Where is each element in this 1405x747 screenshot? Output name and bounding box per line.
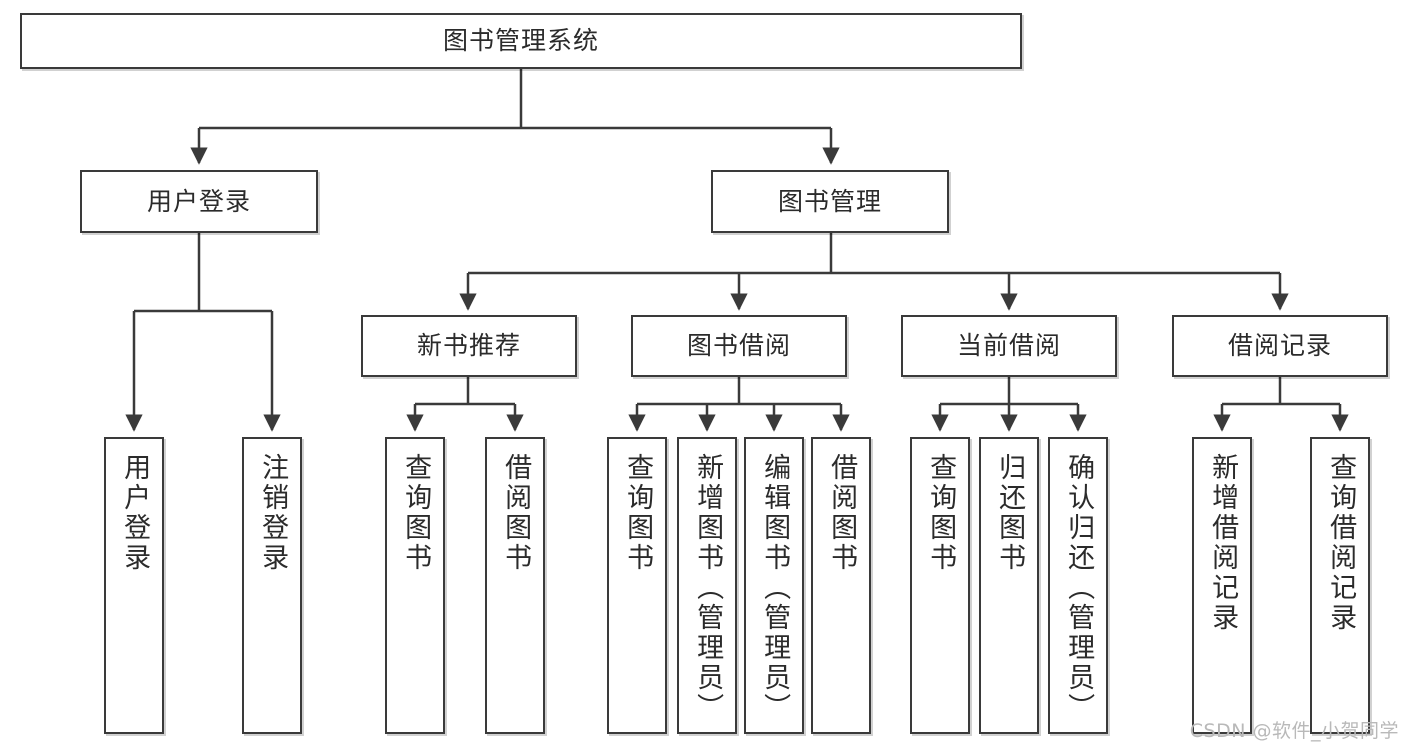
- node-label: 查询图书: [400, 453, 432, 573]
- node-label: 查询借阅记录: [1325, 453, 1357, 633]
- leaf-user-login-login[interactable]: 用户登录: [104, 437, 164, 734]
- leaf-borrow-query-book[interactable]: 查询图书: [607, 437, 667, 734]
- leaf-record-add-record[interactable]: 新增借阅记录: [1192, 437, 1252, 734]
- node-root-system[interactable]: 图书管理系统: [20, 13, 1022, 69]
- node-label: 新书推荐: [416, 331, 521, 361]
- node-label: 新增借阅记录: [1207, 453, 1239, 633]
- node-label: 确认归还（管理员）: [1063, 453, 1095, 723]
- leaf-current-query-book[interactable]: 查询图书: [910, 437, 970, 734]
- node-label: 当前借阅: [956, 331, 1061, 361]
- node-label: 新增图书（管理员）: [692, 453, 724, 723]
- node-label: 归还图书: [994, 453, 1026, 573]
- node-label: 图书借阅: [686, 331, 791, 361]
- node-label: 用户登录: [146, 186, 251, 216]
- node-label: 借阅图书: [826, 453, 858, 573]
- node-user-login[interactable]: 用户登录: [80, 170, 318, 233]
- csdn-watermark: CSDN @软件_小贺同学: [1189, 720, 1399, 742]
- leaf-borrow-borrow-book[interactable]: 借阅图书: [811, 437, 871, 734]
- node-label: 借阅图书: [500, 453, 532, 573]
- node-label: 编辑图书（管理员）: [759, 453, 791, 723]
- leaf-current-confirm-return-admin[interactable]: 确认归还（管理员）: [1048, 437, 1108, 734]
- node-label: 图书管理: [777, 186, 882, 216]
- node-book-borrow[interactable]: 图书借阅: [631, 315, 847, 377]
- node-label: 查询图书: [622, 453, 654, 573]
- node-label: 用户登录: [119, 453, 151, 573]
- leaf-new-book-query[interactable]: 查询图书: [385, 437, 445, 734]
- node-borrow-record[interactable]: 借阅记录: [1172, 315, 1388, 377]
- leaf-record-query-record[interactable]: 查询借阅记录: [1310, 437, 1370, 734]
- leaf-current-return-book[interactable]: 归还图书: [979, 437, 1039, 734]
- node-new-book-recommend[interactable]: 新书推荐: [361, 315, 577, 377]
- node-label: 图书管理系统: [442, 26, 599, 56]
- node-label: 查询图书: [925, 453, 957, 573]
- leaf-new-book-borrow[interactable]: 借阅图书: [485, 437, 545, 734]
- node-label: 借阅记录: [1227, 331, 1332, 361]
- node-label: 注销登录: [257, 453, 289, 573]
- leaf-user-login-logout[interactable]: 注销登录: [242, 437, 302, 734]
- leaf-borrow-add-book-admin[interactable]: 新增图书（管理员）: [677, 437, 737, 734]
- node-current-borrow[interactable]: 当前借阅: [901, 315, 1117, 377]
- leaf-borrow-edit-book-admin[interactable]: 编辑图书（管理员）: [744, 437, 804, 734]
- node-book-management[interactable]: 图书管理: [711, 170, 949, 233]
